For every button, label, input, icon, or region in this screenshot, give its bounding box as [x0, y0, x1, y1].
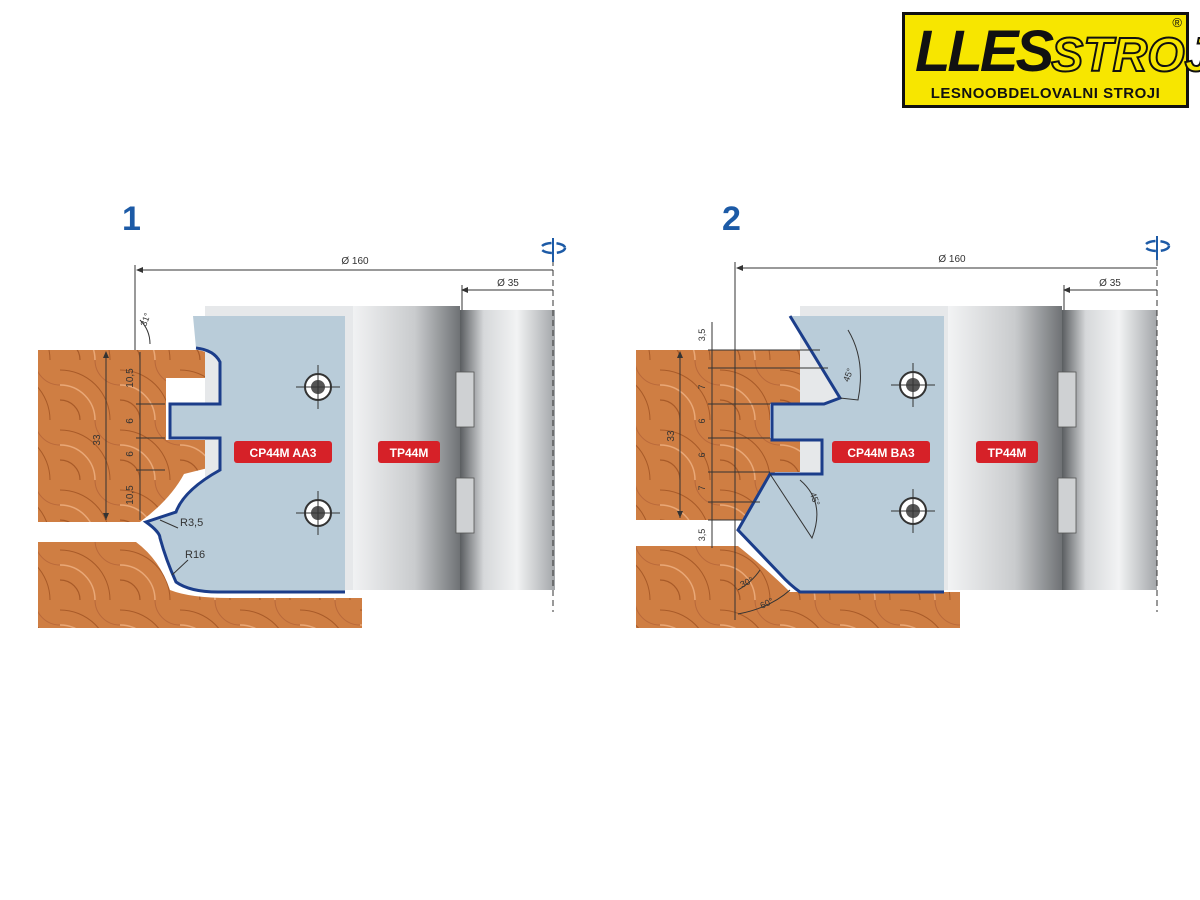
- angle-1: 31°: [138, 311, 152, 328]
- logo-wordmark: LLESSTROJ: [915, 19, 1200, 84]
- body-label-box-1: [378, 441, 440, 463]
- screw-icon: [296, 365, 340, 409]
- diameter-outer-1: Ø 160: [341, 256, 369, 267]
- height-total-2: 33: [666, 430, 677, 442]
- cutter-label-box-1: [234, 441, 332, 463]
- workpiece-upper-1: [38, 350, 216, 522]
- radius-small-1: R3,5: [180, 517, 203, 529]
- segment-2-1: 3,5: [697, 329, 707, 342]
- angle-top-2: 45°: [841, 366, 855, 383]
- height-total-1: 33: [92, 434, 103, 446]
- cutter-label-1: CP44M AA3: [250, 446, 317, 460]
- segment-1-2: 6: [125, 418, 136, 424]
- cutter-label-2: CP44M BA3: [847, 446, 915, 460]
- company-logo: LLESSTROJ ® LESNOOBDELOVALNI STROJI: [902, 12, 1200, 108]
- cutter-label-box-2: [832, 441, 930, 463]
- registered-mark: ®: [1172, 15, 1182, 30]
- body-label-1: TP44M: [390, 446, 429, 460]
- profile-edge-2: [736, 315, 944, 594]
- logo-tagline: LESNOOBDELOVALNI STROJI: [930, 85, 1161, 102]
- figure-2-number: 2: [722, 200, 741, 238]
- segment-1-3: 6: [125, 451, 136, 457]
- screw-icon: [891, 363, 935, 407]
- workpiece-lower-2: [636, 546, 960, 628]
- workpiece-upper-2: [636, 350, 842, 520]
- angle-mid-2: 45°: [808, 491, 822, 508]
- segment-1-1: 10,5: [125, 368, 136, 388]
- segment-2-5: 7: [697, 485, 707, 490]
- body-label-box-2: [976, 441, 1038, 463]
- rotation-direction-icon: [539, 238, 567, 262]
- segment-1-4: 10,5: [125, 485, 136, 505]
- screw-icon: [296, 491, 340, 535]
- diameter-bore-2: Ø 35: [1099, 278, 1121, 289]
- segment-2-4: 6: [697, 452, 707, 457]
- figure-2: 2 CP44M BA3 TP44M: [636, 200, 1171, 628]
- workpiece-lower-1: [38, 542, 362, 628]
- diameter-outer-2: Ø 160: [938, 254, 966, 265]
- radius-large-1: R16: [185, 549, 205, 561]
- segment-2-6: 3,5: [697, 529, 707, 542]
- rotation-direction-icon: [1143, 236, 1171, 260]
- hub-2: [1062, 310, 1157, 590]
- segment-2-3: 6: [697, 418, 707, 423]
- figure-1: 1 CP44M AA3 TP44M: [38, 200, 567, 628]
- figure-1-number: 1: [122, 200, 141, 238]
- profile-edge-1: [142, 346, 345, 594]
- screw-icon: [891, 489, 935, 533]
- diameter-bore-1: Ø 35: [497, 278, 519, 289]
- segment-2-2: 7: [697, 384, 707, 389]
- body-label-2: TP44M: [988, 446, 1027, 460]
- hub-1: [460, 310, 555, 590]
